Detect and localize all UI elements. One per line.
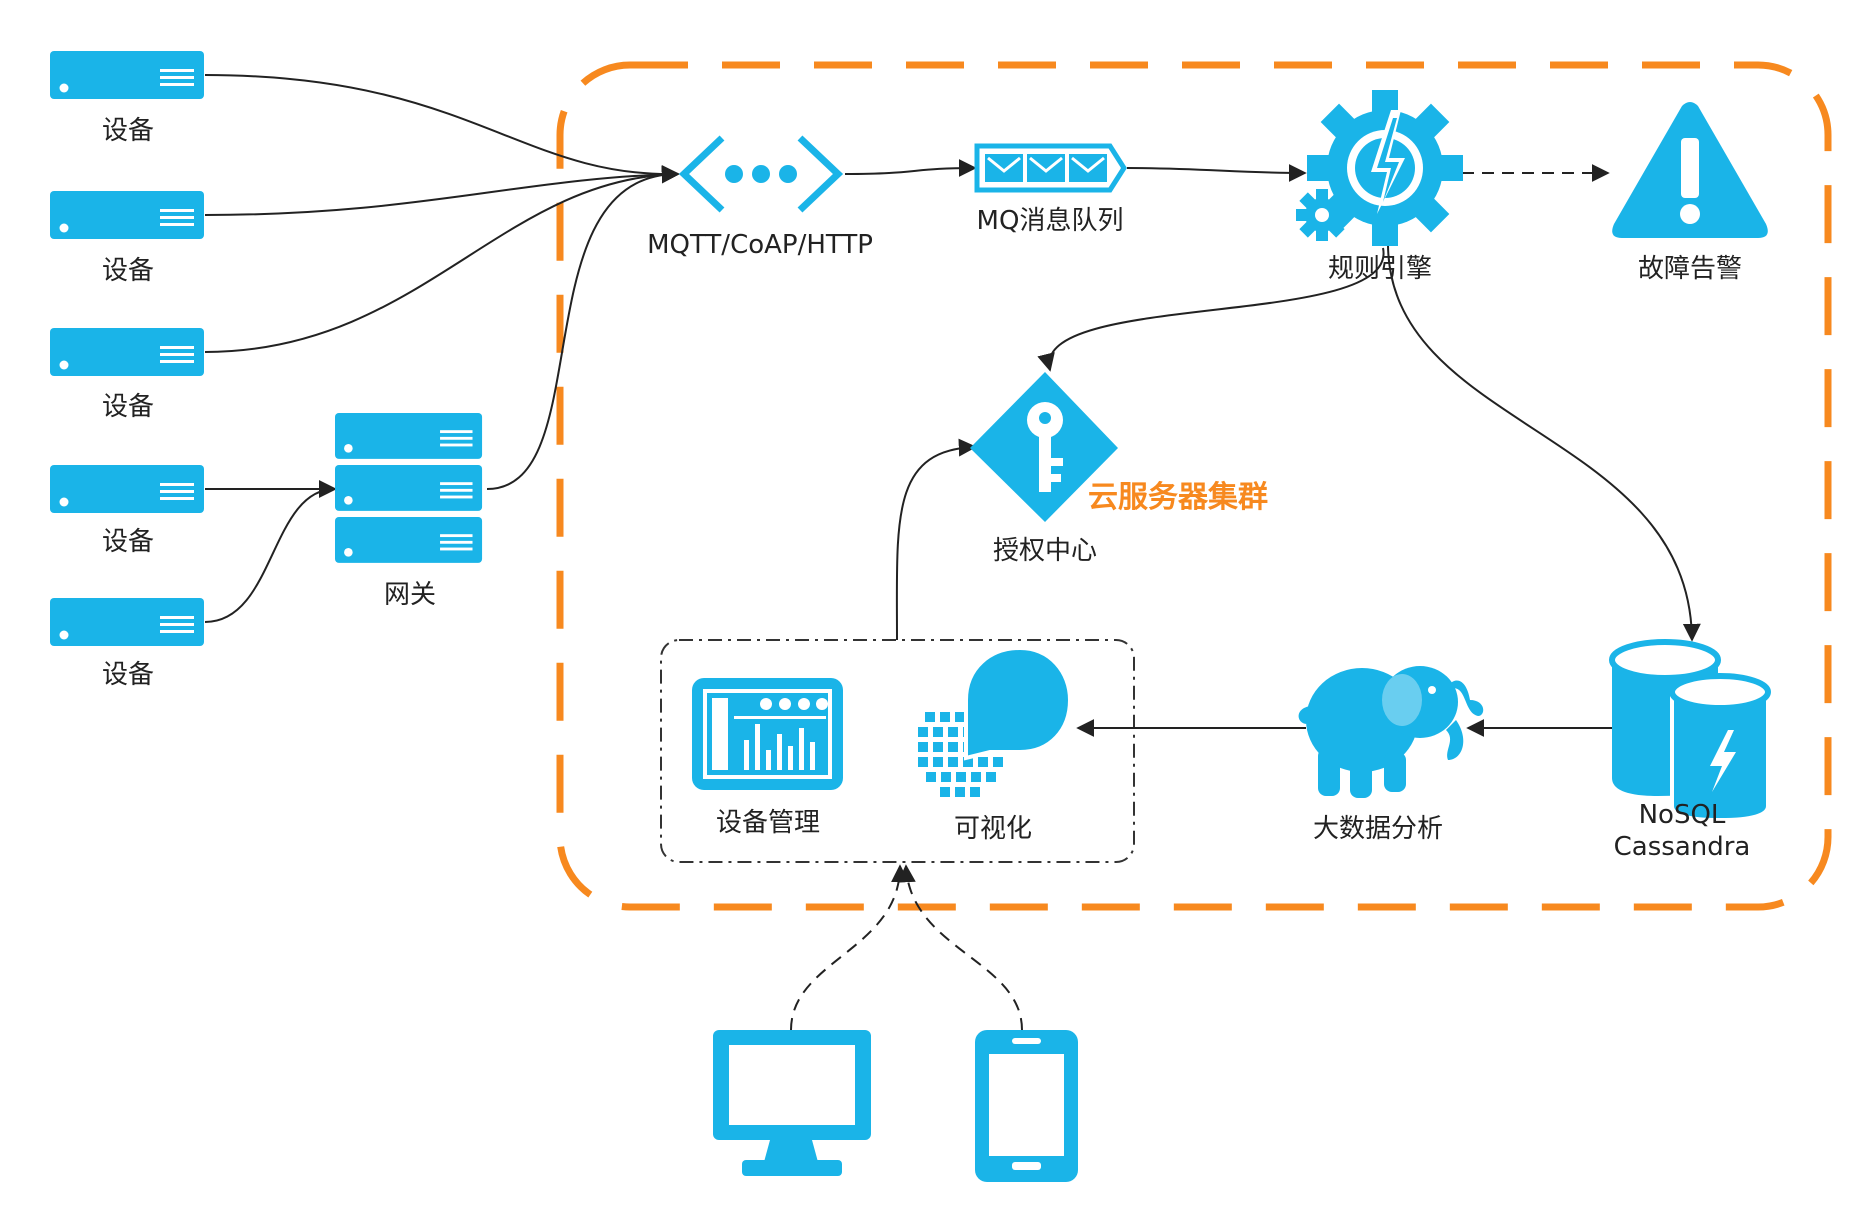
monitor-icon xyxy=(713,1030,871,1176)
edge-rules-nosql xyxy=(1387,244,1701,642)
device-label: 设备 xyxy=(101,527,155,557)
protocol-icon xyxy=(678,135,844,213)
protocol-label: MQTT/CoAP/HTTP xyxy=(647,230,873,260)
server-icon xyxy=(50,465,204,513)
edge-device1-protocol xyxy=(204,74,680,184)
gateway-label: 网关 xyxy=(383,580,437,610)
edge-device2-protocol xyxy=(204,165,680,216)
gateway-node xyxy=(335,413,483,563)
server-icon xyxy=(50,328,204,376)
edge-phone-app xyxy=(897,864,1023,1031)
edge-app-auth xyxy=(895,438,977,641)
bigdata-label: 大数据分析 xyxy=(1312,814,1444,844)
device-label: 设备 xyxy=(101,256,155,286)
server-icon xyxy=(50,191,204,239)
message-queue-icon xyxy=(974,143,1127,193)
mq-label: MQ消息队列 xyxy=(976,206,1124,236)
hadoop-elephant-icon xyxy=(1298,666,1484,798)
server-icon xyxy=(50,51,204,99)
warning-icon xyxy=(1612,102,1768,238)
gear-lightning-icon xyxy=(1296,90,1463,246)
nosql-label-line1: NoSQL xyxy=(1638,800,1726,830)
phone-icon xyxy=(975,1030,1078,1182)
app-group-box xyxy=(660,639,1135,863)
database-icon xyxy=(1609,639,1771,823)
edge-monitor-app xyxy=(790,864,909,1031)
server-rack-icon xyxy=(335,413,483,563)
device-5 xyxy=(50,598,204,646)
key-icon xyxy=(970,372,1118,522)
device-2 xyxy=(50,191,204,239)
edge-protocol-mq xyxy=(844,159,977,178)
dashboard-icon xyxy=(692,678,843,790)
device-label: 设备 xyxy=(101,392,155,422)
visualization-icon xyxy=(918,645,1073,797)
visual-label: 可视化 xyxy=(953,814,1033,844)
device-4 xyxy=(50,465,204,513)
edge-device3-protocol xyxy=(204,165,680,353)
device-1 xyxy=(50,51,204,99)
alarm-label: 故障告警 xyxy=(1637,254,1743,284)
edge-mq-rules xyxy=(1126,163,1307,182)
nosql-label-line2: Cassandra xyxy=(1613,832,1751,862)
edge-rules-auth xyxy=(1037,247,1385,372)
cluster-boundary xyxy=(556,61,1832,911)
cluster-label: 云服务器集群 xyxy=(1088,480,1268,515)
device-label: 设备 xyxy=(101,116,155,146)
device-mgmt-label: 设备管理 xyxy=(715,808,821,838)
device-3 xyxy=(50,328,204,376)
rules-label: 规则引擎 xyxy=(1327,254,1433,284)
server-icon xyxy=(50,598,204,646)
device-label: 设备 xyxy=(101,660,155,690)
edge-gateway-protocol xyxy=(486,165,680,490)
edge-device5-gateway xyxy=(204,480,337,623)
auth-label: 授权中心 xyxy=(992,536,1098,566)
